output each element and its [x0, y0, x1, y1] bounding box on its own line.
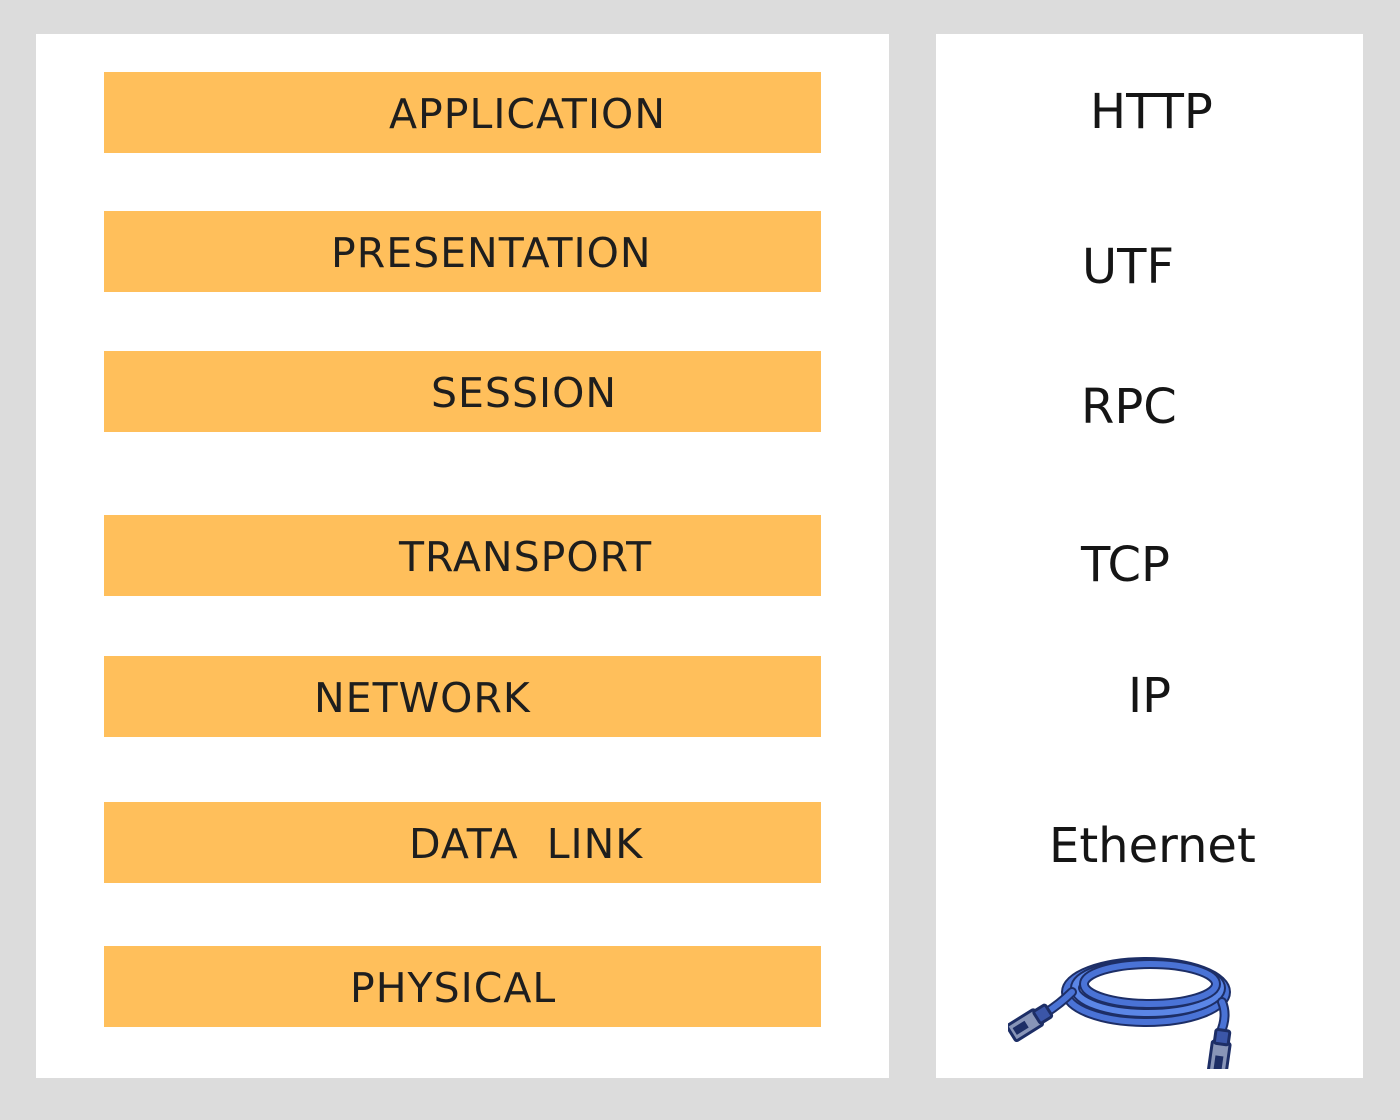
- layer-label-session: SESSION: [431, 369, 618, 417]
- protocol-tcp: TCP: [1081, 537, 1170, 593]
- protocol-rpc: RPC: [1081, 379, 1177, 435]
- layer-session: SESSION: [104, 351, 821, 432]
- layer-label-presentation: PRESENTATION: [331, 229, 652, 277]
- layer-network: NETWORK: [104, 656, 821, 737]
- layer-label-physical: PHYSICAL: [350, 964, 557, 1012]
- layer-data-link: DATA LINK: [104, 802, 821, 883]
- network-cable-icon: [1008, 957, 1232, 1069]
- layer-application: APPLICATION: [104, 72, 821, 153]
- layer-label-application: APPLICATION: [389, 90, 666, 138]
- osi-layers-panel: APPLICATION PRESENTATION SESSION TRANSPO…: [36, 34, 889, 1078]
- protocol-ip: IP: [1128, 668, 1172, 724]
- protocol-utf: UTF: [1082, 239, 1175, 295]
- layer-physical: PHYSICAL: [104, 946, 821, 1027]
- layer-transport: TRANSPORT: [104, 515, 821, 596]
- layer-label-data-link: DATA LINK: [409, 820, 644, 868]
- layer-presentation: PRESENTATION: [104, 211, 821, 292]
- layer-label-transport: TRANSPORT: [399, 533, 653, 581]
- protocol-http: HTTP: [1090, 84, 1213, 140]
- layer-label-network: NETWORK: [314, 674, 531, 722]
- protocol-ethernet: Ethernet: [1049, 818, 1256, 874]
- protocol-examples-panel: HTTP UTF RPC TCP IP Ethernet: [936, 34, 1363, 1078]
